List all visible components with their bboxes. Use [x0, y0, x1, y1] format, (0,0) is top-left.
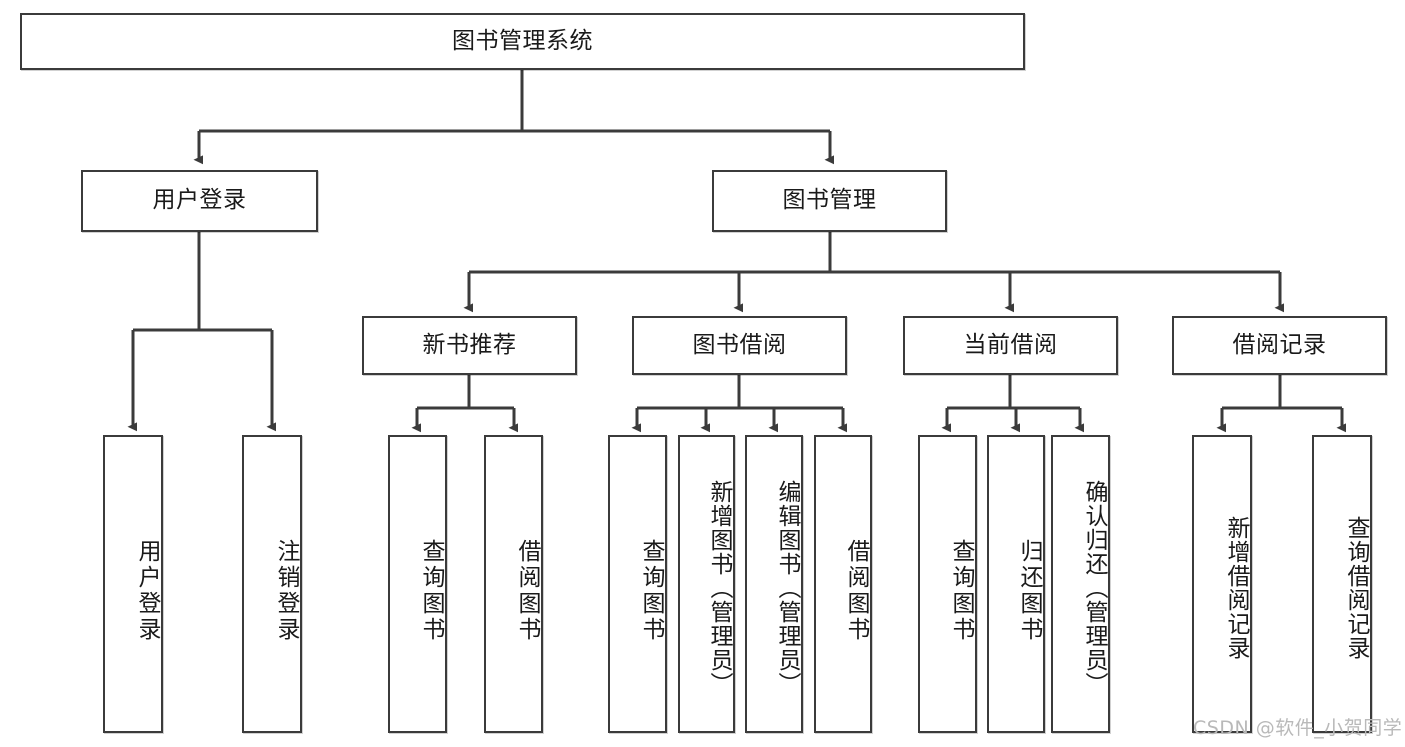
node-leaf-user-login[interactable]: 用户登录: [103, 435, 163, 733]
node-leaf-edit-book-label: 编辑图书（管理员）: [774, 480, 800, 696]
node-leaf-edit-book[interactable]: 编辑图书（管理员）: [745, 435, 803, 733]
node-leaf-query-record[interactable]: 查询借阅记录: [1312, 435, 1372, 733]
node-leaf-query-book-rec[interactable]: 查询图书: [388, 435, 447, 733]
node-book-management[interactable]: 图书管理: [712, 170, 947, 232]
node-leaf-user-login-label: 用户登录: [134, 539, 160, 643]
node-leaf-borrow-book[interactable]: 借阅图书: [814, 435, 872, 733]
node-root-label: 图书管理系统: [452, 27, 593, 54]
node-leaf-borrow-book-rec[interactable]: 借阅图书: [484, 435, 543, 733]
node-leaf-confirm-return[interactable]: 确认归还（管理员）: [1051, 435, 1110, 733]
node-book-management-label: 图书管理: [782, 187, 877, 214]
node-leaf-borrow-book-label: 借阅图书: [843, 539, 869, 643]
node-leaf-add-book[interactable]: 新增图书（管理员）: [678, 435, 735, 733]
node-new-book-recommend[interactable]: 新书推荐: [362, 316, 577, 375]
csdn-watermark: CSDN @软件_小贺同学: [1193, 717, 1403, 739]
node-new-book-recommend-label: 新书推荐: [422, 331, 517, 358]
node-leaf-add-record[interactable]: 新增借阅记录: [1192, 435, 1252, 733]
node-user-login[interactable]: 用户登录: [81, 170, 318, 232]
node-leaf-query-book-borrow[interactable]: 查询图书: [608, 435, 667, 733]
node-book-borrow[interactable]: 图书借阅: [632, 316, 847, 375]
node-borrow-record[interactable]: 借阅记录: [1172, 316, 1387, 375]
node-leaf-query-book-current-label: 查询图书: [948, 539, 974, 643]
node-leaf-query-record-label: 查询借阅记录: [1343, 516, 1369, 660]
node-leaf-borrow-book-rec-label: 借阅图书: [514, 539, 540, 643]
node-leaf-logout[interactable]: 注销登录: [242, 435, 302, 733]
node-user-login-label: 用户登录: [152, 187, 247, 214]
node-leaf-query-book-rec-label: 查询图书: [418, 539, 444, 643]
node-current-borrow-label: 当前借阅: [963, 331, 1058, 358]
node-book-borrow-label: 图书借阅: [692, 331, 787, 358]
node-leaf-return-book[interactable]: 归还图书: [987, 435, 1045, 733]
node-leaf-query-book-current[interactable]: 查询图书: [918, 435, 977, 733]
node-leaf-add-record-label: 新增借阅记录: [1223, 516, 1249, 660]
node-leaf-add-book-label: 新增图书（管理员）: [706, 480, 732, 696]
node-leaf-confirm-return-label: 确认归还（管理员）: [1081, 480, 1107, 696]
node-leaf-logout-label: 注销登录: [273, 539, 299, 643]
node-borrow-record-label: 借阅记录: [1232, 331, 1327, 358]
node-leaf-query-book-borrow-label: 查询图书: [638, 539, 664, 643]
node-leaf-return-book-label: 归还图书: [1016, 539, 1042, 643]
node-current-borrow[interactable]: 当前借阅: [903, 316, 1118, 375]
node-root[interactable]: 图书管理系统: [20, 13, 1025, 70]
